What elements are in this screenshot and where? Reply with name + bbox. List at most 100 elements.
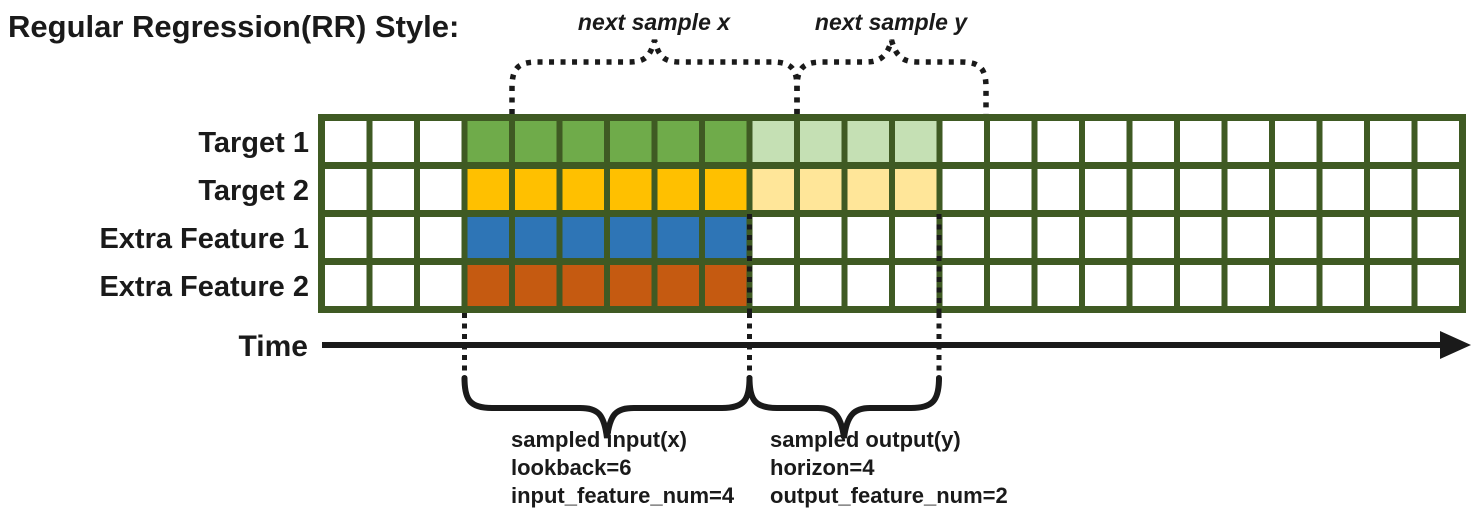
grid-cell [1370,217,1412,258]
grid-cell [325,121,367,162]
grid-cell [705,169,747,210]
grid-cell [372,265,414,306]
grid-cell [1370,121,1412,162]
next-sample-x-brace [509,39,800,114]
grid-cell [1037,217,1079,258]
grid-cell [800,217,842,258]
grid-cell [847,121,889,162]
grid-cell [942,169,984,210]
grid-cell [657,169,699,210]
grid-cell [515,121,557,162]
time-label: Time [239,330,308,363]
grid-cell [325,169,367,210]
grid-cell [895,217,937,258]
grid-cell [1322,265,1364,306]
grid-cell [420,121,462,162]
grid-cell [1180,265,1222,306]
grid-cell [372,169,414,210]
grid-cell [515,217,557,258]
grid-cell [610,265,652,306]
lookback-line: lookback=6 [511,455,631,480]
grid-cell [990,169,1032,210]
grid-cell [1322,121,1364,162]
grid-cell [800,265,842,306]
grid-cell [1132,265,1174,306]
grid-cell [372,121,414,162]
sampled-input-line: sampled input(x) [511,427,687,452]
grid-cell [325,217,367,258]
grid-cell [1275,121,1317,162]
grid-cell [467,169,509,210]
grid-cell [610,217,652,258]
grid-cell [562,121,604,162]
grid-cell [1227,169,1269,210]
grid-cell [705,121,747,162]
grid-cell [800,169,842,210]
next-sample-x-label: next sample x [578,9,731,35]
grid-cell [847,217,889,258]
grid-cell [895,265,937,306]
page-title: Regular Regression(RR) Style: [8,9,459,44]
row-label-target-1: Target 1 [198,127,309,159]
grid-cell [420,265,462,306]
grid-cell [610,121,652,162]
grid-cell [420,169,462,210]
grid-frame [318,114,1466,313]
horizon-line: horizon=4 [770,455,875,480]
grid-cell [1085,169,1127,210]
grid-cell [420,217,462,258]
grid-cell [1417,265,1459,306]
sampled-input-notes: sampled input(x) lookback=6 input_featur… [511,427,735,508]
grid-cell [847,265,889,306]
grid-cell [1180,217,1222,258]
grid-cell [1275,265,1317,306]
grid-cell [1037,265,1079,306]
grid-cell [1417,217,1459,258]
grid-cell [752,169,794,210]
grid-cell [657,121,699,162]
grid-cell [752,265,794,306]
grid-cell [942,265,984,306]
grid-cell [895,169,937,210]
grid-cell [657,265,699,306]
grid-cell [1370,169,1412,210]
grid-cell [325,265,367,306]
grid-cell [1037,169,1079,210]
time-arrowhead-icon [1440,331,1471,359]
grid-cell [1322,169,1364,210]
grid-cell [562,217,604,258]
grid-cell [942,217,984,258]
grid-cell [1180,121,1222,162]
grid-cell [372,217,414,258]
grid-cell [1417,169,1459,210]
grid-cell [1275,169,1317,210]
grid-cell [467,265,509,306]
grid-cell [467,217,509,258]
grid-cell [1085,265,1127,306]
next-sample-y-label: next sample y [815,9,968,35]
grid-cell [1227,121,1269,162]
grid-cell [1037,121,1079,162]
grid-cell [515,169,557,210]
row-label-target-2: Target 2 [198,175,309,207]
grid-cell [752,217,794,258]
grid-cells [325,121,1459,306]
grid-cell [610,169,652,210]
grid-cell [1132,121,1174,162]
grid-cell [1085,217,1127,258]
grid-cell [1180,169,1222,210]
grid-cell [1085,121,1127,162]
sampled-output-notes: sampled output(y) horizon=4 output_featu… [770,427,1008,508]
grid-cell [515,265,557,306]
grid-cell [562,265,604,306]
grid-cell [1132,169,1174,210]
grid-cell [562,169,604,210]
row-label-extra-feature-2: Extra Feature 2 [99,271,309,303]
grid-cell [990,217,1032,258]
grid-cell [895,121,937,162]
row-label-extra-feature-1: Extra Feature 1 [99,223,309,255]
output-feature-num-line: output_feature_num=2 [770,483,1008,508]
grid-cell [657,217,699,258]
